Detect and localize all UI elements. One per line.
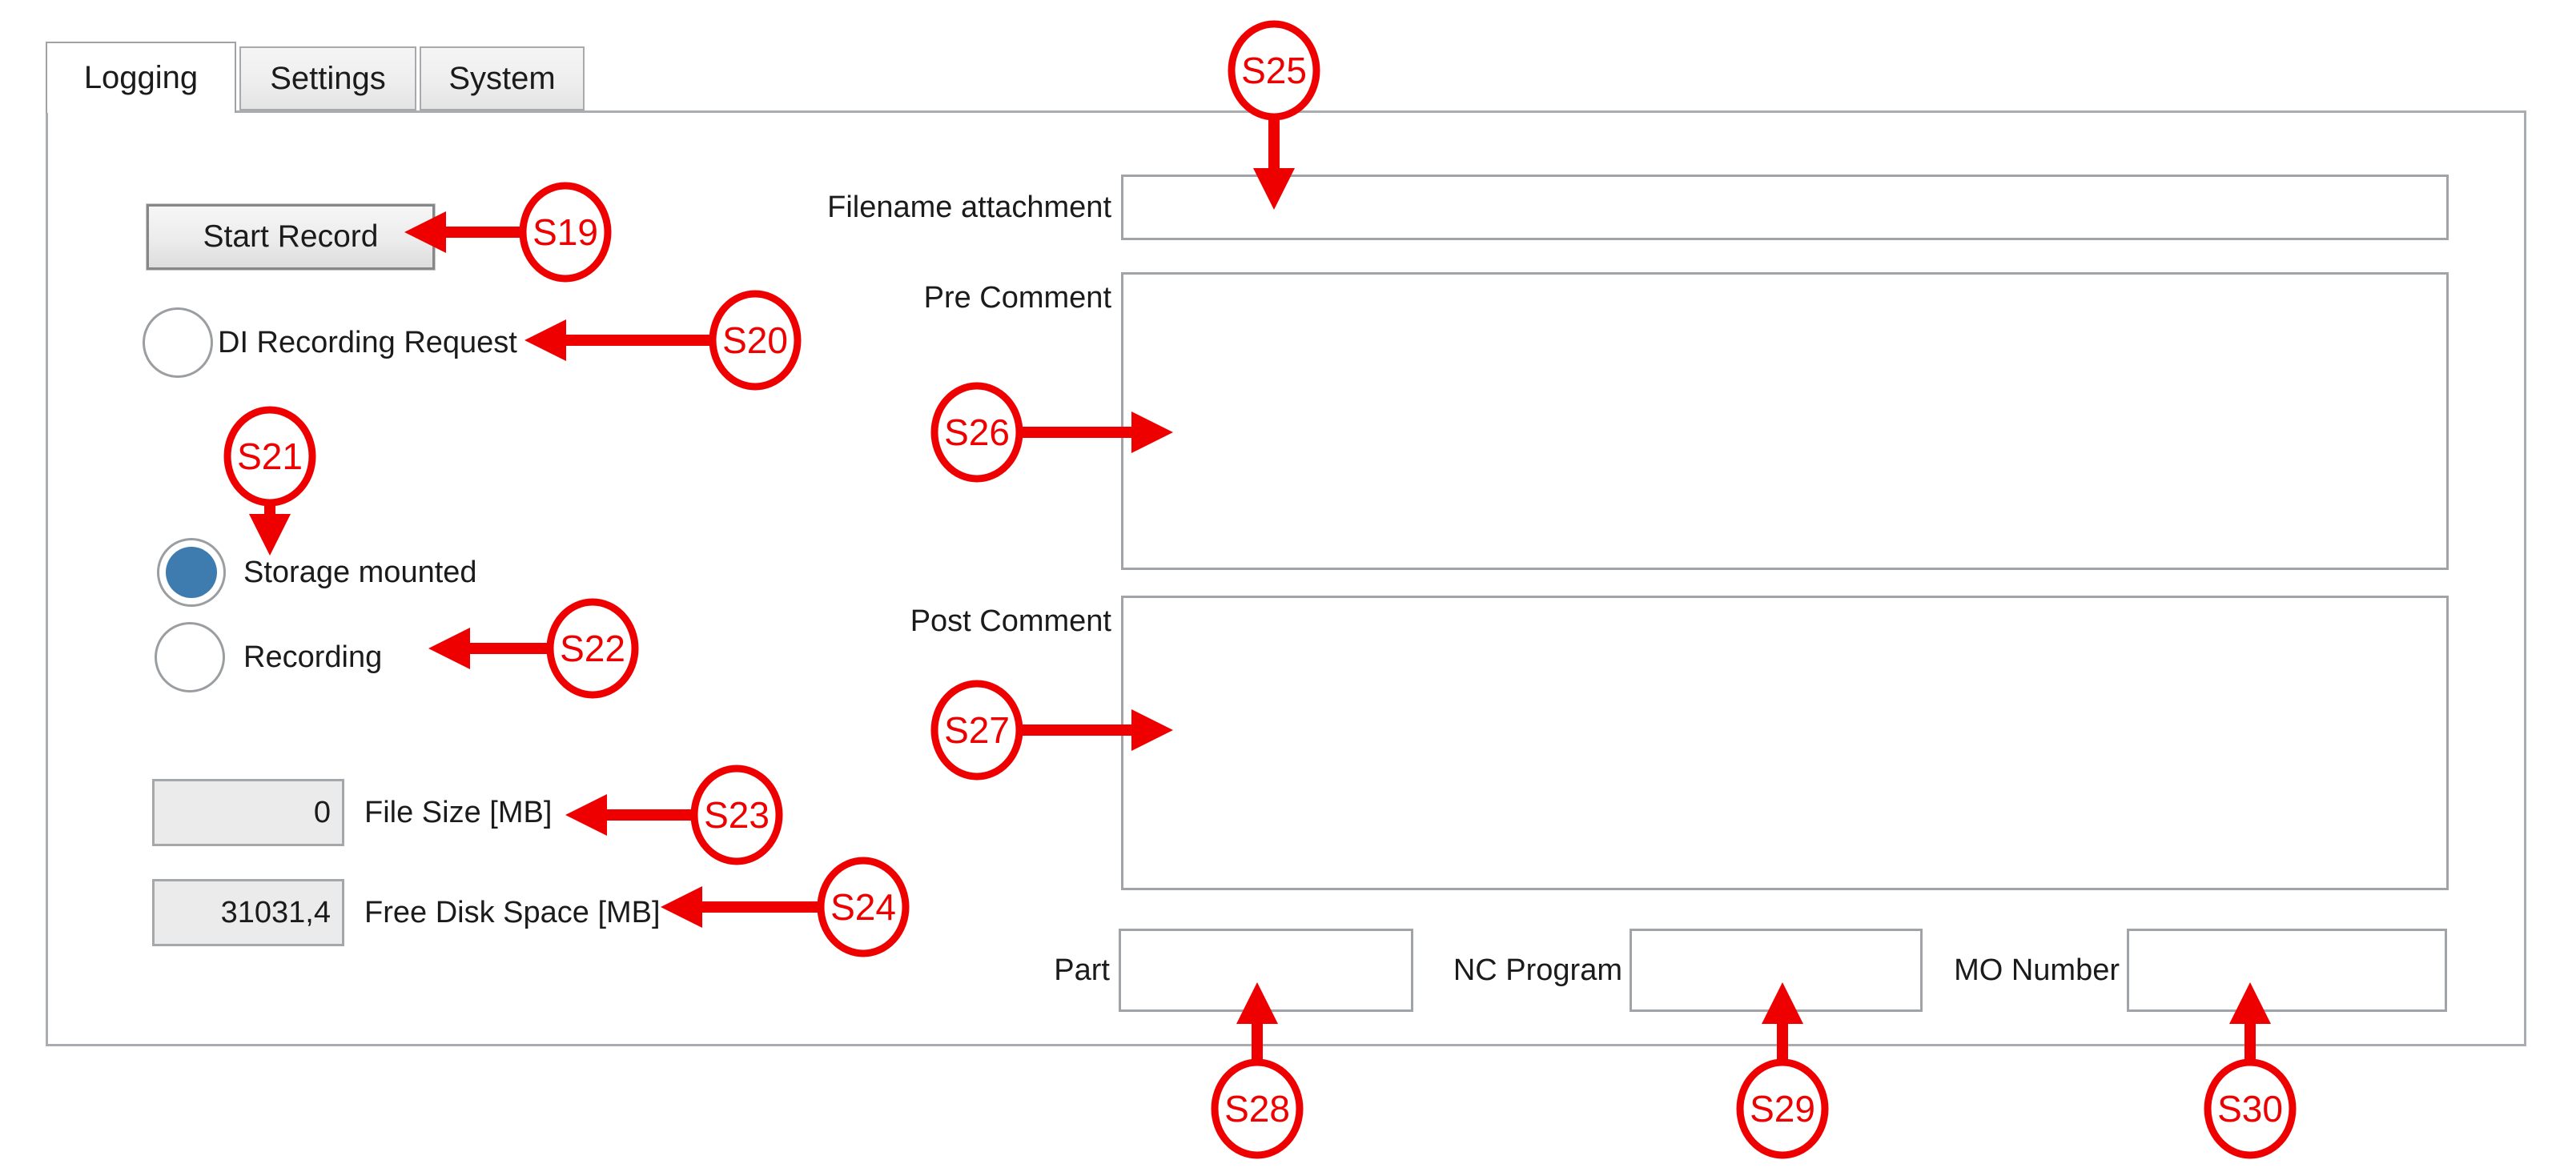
di-recording-request-row: DI Recording Request bbox=[143, 307, 517, 378]
filename-attachment-label: Filename attachment bbox=[827, 190, 1111, 224]
post-comment-label: Post Comment bbox=[910, 604, 1111, 638]
svg-text:S30: S30 bbox=[2217, 1088, 2283, 1130]
pre-comment-textarea[interactable] bbox=[1121, 272, 2449, 570]
start-record-button[interactable]: Start Record bbox=[146, 203, 436, 271]
recording-label: Recording bbox=[243, 640, 383, 674]
tab-system[interactable]: System bbox=[420, 46, 585, 110]
nc-program-input[interactable] bbox=[1630, 929, 1923, 1012]
free-disk-space-label: Free Disk Space [MB] bbox=[364, 895, 661, 929]
recording-indicator[interactable] bbox=[155, 622, 225, 692]
di-recording-request-indicator[interactable] bbox=[143, 307, 213, 378]
pre-comment-label: Pre Comment bbox=[923, 280, 1111, 315]
storage-mounted-indicator[interactable] bbox=[157, 538, 226, 607]
part-label: Part bbox=[1054, 953, 1110, 987]
nc-program-label: NC Program bbox=[1453, 953, 1622, 987]
post-comment-textarea[interactable] bbox=[1121, 596, 2449, 890]
recording-row: Recording bbox=[155, 622, 382, 692]
storage-mounted-row: Storage mounted bbox=[157, 538, 477, 607]
free-disk-space-value-box: 31031,4 bbox=[152, 879, 344, 946]
tab-settings[interactable]: Settings bbox=[239, 46, 416, 110]
tab-logging[interactable]: Logging bbox=[46, 42, 236, 113]
svg-text:S29: S29 bbox=[1750, 1088, 1815, 1130]
logging-tab-panel bbox=[46, 110, 2526, 1046]
indicator-dot bbox=[166, 547, 217, 598]
part-input[interactable] bbox=[1119, 929, 1413, 1012]
mo-number-input[interactable] bbox=[2127, 929, 2447, 1012]
svg-text:S28: S28 bbox=[1224, 1088, 1290, 1130]
storage-mounted-label: Storage mounted bbox=[243, 555, 477, 589]
filename-attachment-input[interactable] bbox=[1121, 175, 2449, 240]
mo-number-label: MO Number bbox=[1954, 953, 2120, 987]
svg-text:S25: S25 bbox=[1241, 50, 1307, 91]
di-recording-request-label: DI Recording Request bbox=[218, 325, 517, 359]
file-size-label: File Size [MB] bbox=[364, 795, 553, 829]
file-size-value-box: 0 bbox=[152, 779, 344, 846]
